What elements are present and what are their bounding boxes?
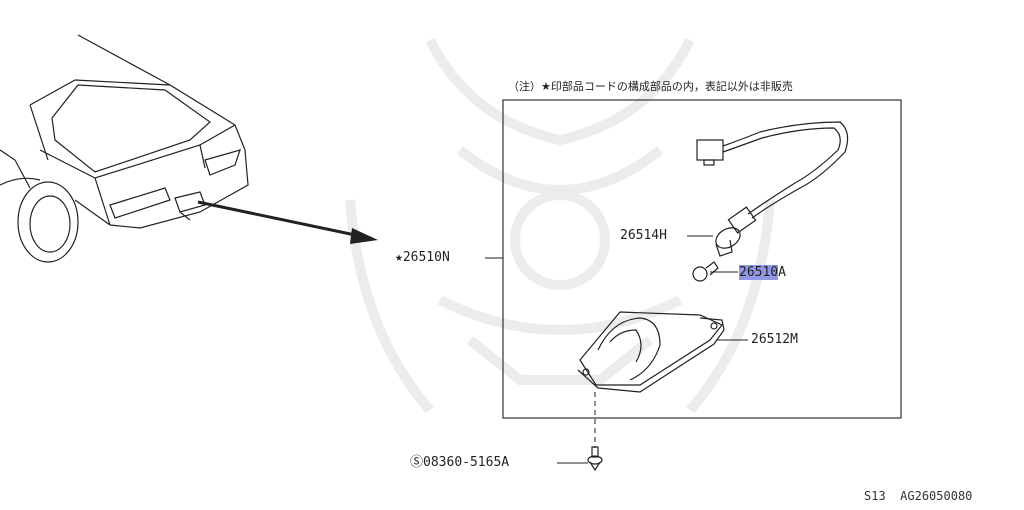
samurai-helmet-watermark [345,37,775,414]
harness-illustration [696,121,849,219]
screw-illustration [587,446,603,472]
part-label-26510n[interactable]: ★26510N [395,251,450,265]
part-label-26514h[interactable]: 26514H [620,229,667,243]
part-label-26512m[interactable]: 26512M [751,333,798,347]
part-number-26510a-highlight: 26510 [739,265,779,280]
part-number-26510n: 26510N [402,250,450,265]
star-marker: ★ [395,250,403,265]
lamp-body-illustration [577,311,725,393]
standard-part-icon: Ⓢ [410,455,424,470]
model-code: S13 [864,489,886,503]
diagram-code: AG26050080 [900,489,973,503]
part-number-screw: 08360-5165A [423,455,510,470]
car-rear-illustration [0,34,249,263]
assembly-box [502,99,902,419]
part-label-26510a[interactable]: 26510A [739,265,786,280]
arrow-line [197,200,361,238]
part-label-screw[interactable]: Ⓢ08360-5165A [410,456,509,470]
part-number-26514h: 26514H [620,228,667,243]
diagram-footer: S13 AG26050080 [864,489,972,503]
arrow-head [350,228,378,244]
bulb-socket-illustration [715,206,757,257]
non-sale-note: （注）★印部品コードの構成部品の内，表記以外は非販売 [508,80,793,93]
part-number-26510a-suffix: A [778,265,786,280]
part-number-26512m: 26512M [751,332,798,347]
